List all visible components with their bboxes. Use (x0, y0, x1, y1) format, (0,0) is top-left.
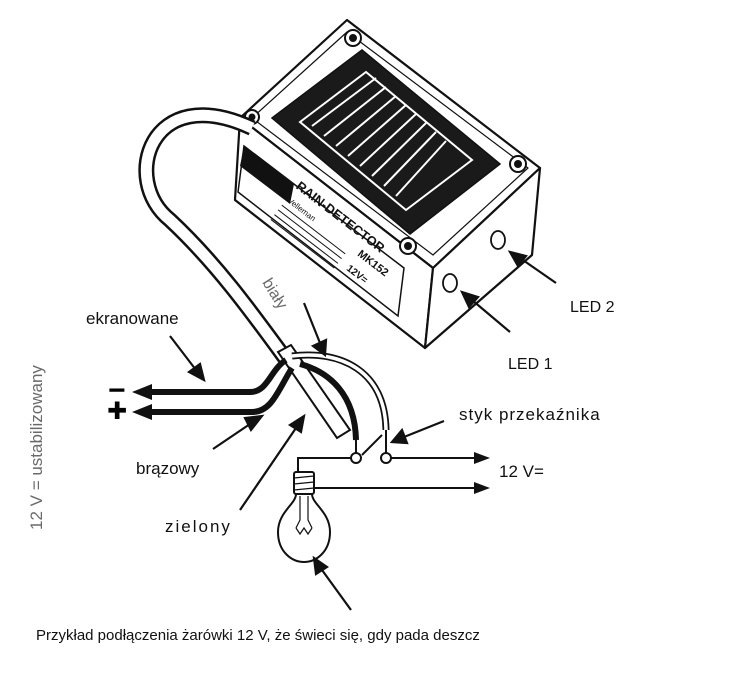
lamp-feed-line (297, 457, 351, 472)
relay-contact (350, 430, 392, 464)
cable-loop (138, 107, 292, 363)
cable-sheath-end (276, 343, 352, 440)
minus-sign: − (108, 374, 126, 407)
label-led-1: LED 1 (508, 356, 553, 373)
wire-shield (150, 357, 288, 395)
led-2 (490, 230, 506, 250)
label-led-2: LED 2 (570, 299, 615, 316)
wire-green (299, 361, 359, 441)
led-1 (442, 273, 458, 293)
label-12v-ustabilizowany: 12 V = ustabilizowany (27, 365, 46, 530)
plus-arrowhead (132, 404, 152, 420)
minus-arrowhead (132, 384, 152, 400)
light-bulb (276, 471, 332, 564)
rain-sensor-plate (270, 49, 502, 235)
label-styk-przekaznika: styk przekaźnika (459, 405, 601, 424)
label-zielony: zielony (165, 517, 232, 536)
wire-brown (150, 366, 295, 415)
pointer-arrows (169, 250, 557, 611)
label-ekranowane: ekranowane (86, 309, 179, 328)
lamp-return-line (309, 474, 475, 489)
box-right-face (423, 166, 542, 350)
plus-sign: ✚ (107, 398, 128, 425)
label-12v-output: 12 V= (499, 462, 544, 481)
caption: Przykład podłączenia żarówki 12 V, że św… (36, 627, 480, 644)
label-brazowy: brązowy (136, 459, 200, 478)
